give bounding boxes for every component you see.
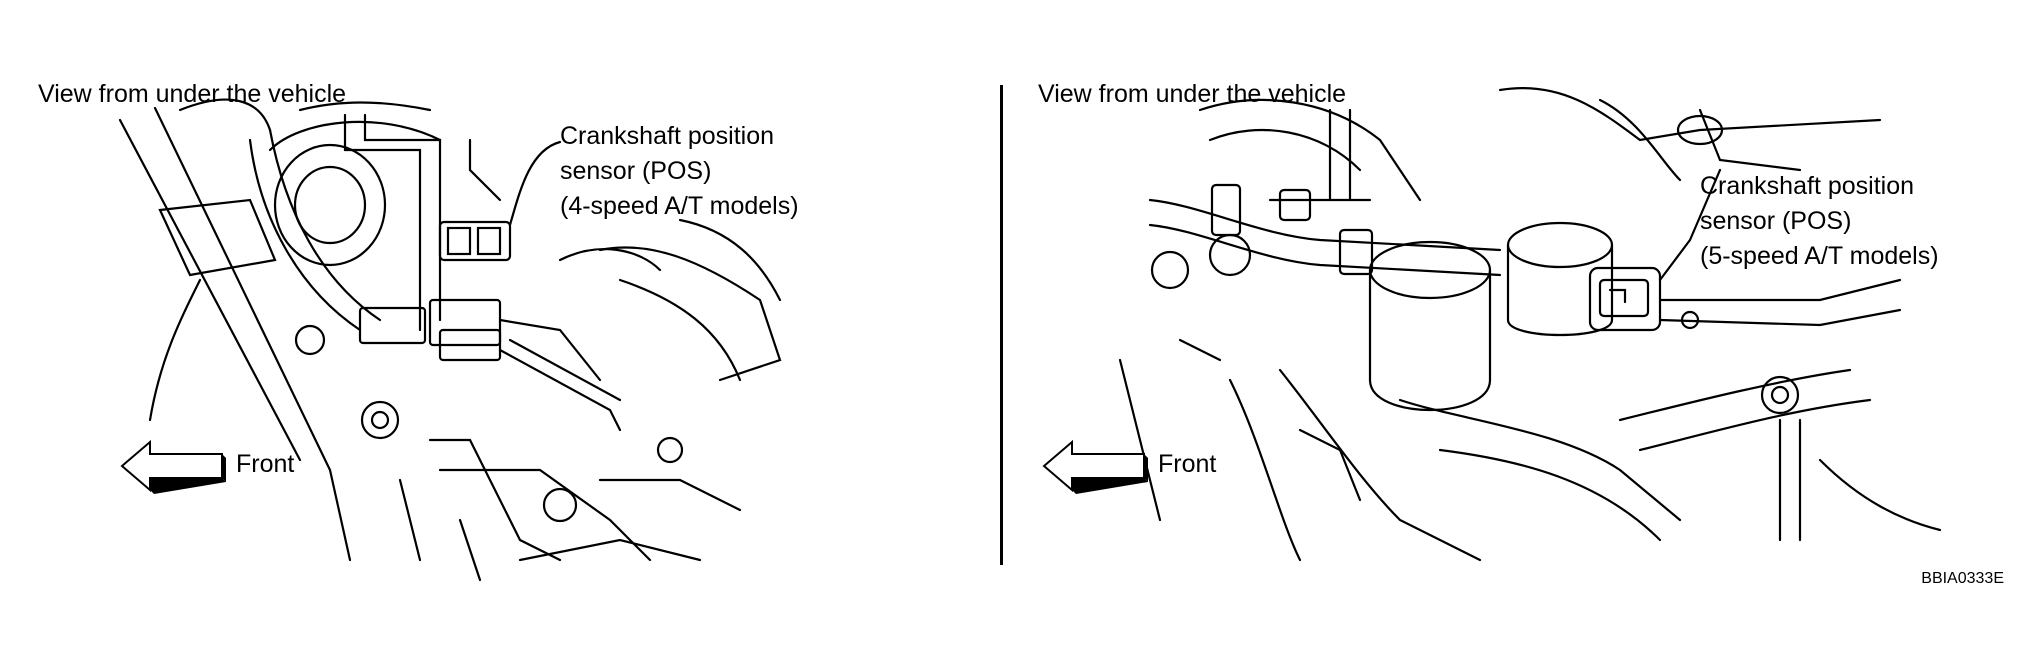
left-callout-line-1: Crankshaft position	[560, 122, 775, 150]
right-front-label: Front	[1158, 450, 1217, 478]
left-sensor-connector	[438, 220, 512, 262]
right-callout-line-3: (5-speed A/T models)	[1700, 242, 1939, 270]
right-diagram-panel: View from under the vehicle Crankshaft p…	[1000, 0, 2018, 658]
front-arrow-icon	[1042, 439, 1148, 494]
left-engine-illustration	[118, 98, 782, 582]
right-engine-illustration	[1118, 86, 1942, 562]
right-callout-leader	[1658, 168, 1722, 282]
left-callout-leader	[508, 140, 562, 227]
left-callout-line-2: sensor (POS)	[560, 157, 712, 185]
left-view-label: View from under the vehicle	[38, 80, 347, 108]
right-callout-line-2: sensor (POS)	[1700, 207, 1852, 235]
right-view-label: View from under the vehicle	[1038, 80, 1347, 108]
left-diagram-panel: View from under the vehicle Crankshaft p…	[0, 0, 1000, 658]
front-arrow-icon	[120, 439, 226, 494]
panel-divider	[1000, 85, 1003, 565]
right-callout-line-1: Crankshaft position	[1700, 172, 1915, 200]
left-callout-line-3: (4-speed A/T models)	[560, 192, 799, 220]
left-frame-line	[153, 106, 352, 562]
left-front-label: Front	[236, 450, 295, 478]
figure-code: BBIA0333E	[1921, 570, 2004, 587]
